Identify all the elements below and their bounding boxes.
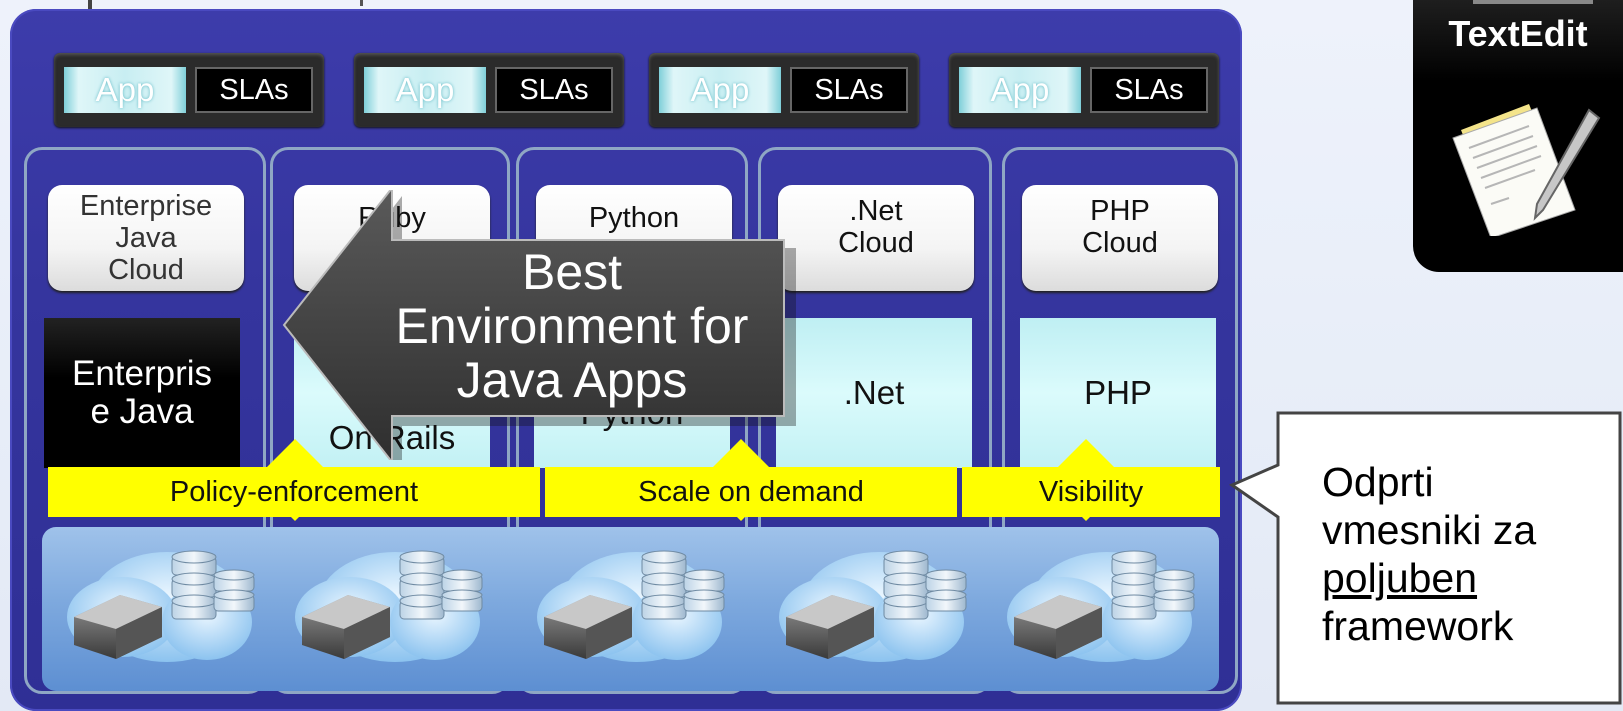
cloud-server-icon <box>1006 550 1195 663</box>
cloud-server-icon <box>294 550 483 663</box>
app-label: App <box>64 67 186 113</box>
cloud-label-line: PHP <box>1090 195 1150 227</box>
cloud-label-line: .Net <box>849 195 903 227</box>
cloud-label-line: Cloud <box>108 254 184 286</box>
sla-label: SLAs <box>790 67 908 113</box>
arrow-text-line: Environment for <box>395 298 749 354</box>
callout-line: vmesniki za <box>1322 507 1537 553</box>
framework-label: PHP <box>1084 374 1152 411</box>
speech-callout <box>1228 411 1622 705</box>
cloud-label-line: Cloud <box>838 227 914 259</box>
cloud-server-icon <box>778 550 967 663</box>
app-label: App <box>364 67 486 113</box>
top-divider-tick <box>360 0 363 6</box>
sla-label: SLAs <box>1090 67 1208 113</box>
sla-label: SLAs <box>495 67 613 113</box>
cloud-label-line: Enterprise <box>79 190 213 222</box>
column-outline <box>516 147 748 694</box>
framework-label-line: Enterpris <box>71 354 213 393</box>
callout-line-underlined: poljuben <box>1322 555 1478 601</box>
cloud-label-enterprise-java: Enterprise Java Cloud <box>48 185 244 291</box>
arrow-text-line: Java Apps <box>456 352 688 408</box>
callout-text: Odprti vmesniki za poljuben framework <box>1322 458 1602 650</box>
cloud-label-line: Cloud <box>1082 227 1158 259</box>
framework-label: .Net <box>843 374 905 411</box>
cloud-server-icon <box>66 550 255 663</box>
cloud-label-net: .Net Cloud <box>778 185 974 291</box>
band-scale-on-demand: Scale on demand <box>545 467 957 517</box>
arrow-text-line: Best <box>521 244 623 300</box>
top-divider-line <box>88 0 92 10</box>
app-label: App <box>659 67 781 113</box>
app-label: App <box>959 67 1081 113</box>
callout-line: framework <box>1322 603 1514 649</box>
textedit-app-widget[interactable]: TextEdit <box>1413 0 1623 272</box>
arrow-text: Best Environment for Java Apps <box>372 245 772 407</box>
framework-php: PHP <box>1020 318 1216 468</box>
framework-net: .Net <box>776 318 972 468</box>
band-visibility: Visibility <box>962 467 1220 517</box>
cloud-label-line: Python <box>588 202 680 234</box>
infrastructure-icons <box>66 550 1195 663</box>
cloud-label-php: PHP Cloud <box>1022 185 1218 291</box>
callout-line: Odprti <box>1322 459 1434 505</box>
textedit-title: TextEdit <box>1448 13 1588 54</box>
column-outline <box>758 147 992 694</box>
cloud-label-line: Java <box>115 222 177 254</box>
column-outline <box>24 147 266 694</box>
best-environment-arrow <box>282 190 796 460</box>
column-outline <box>270 147 510 694</box>
app-sla-pill: App SLAs <box>54 53 324 127</box>
column-outline <box>1002 147 1238 694</box>
band-policy-enforcement: Policy-enforcement <box>48 467 540 517</box>
sla-label: SLAs <box>195 67 313 113</box>
app-sla-pill: App SLAs <box>354 53 624 127</box>
framework-enterprise-java: Enterpris e Java <box>44 318 240 468</box>
app-sla-pill: App SLAs <box>649 53 919 127</box>
cloud-server-icon <box>536 550 725 663</box>
textedit-topbar <box>1473 0 1593 4</box>
app-sla-pill: App SLAs <box>949 53 1219 127</box>
framework-label-line: e Java <box>90 392 194 431</box>
textedit-document-icon <box>1452 104 1601 236</box>
